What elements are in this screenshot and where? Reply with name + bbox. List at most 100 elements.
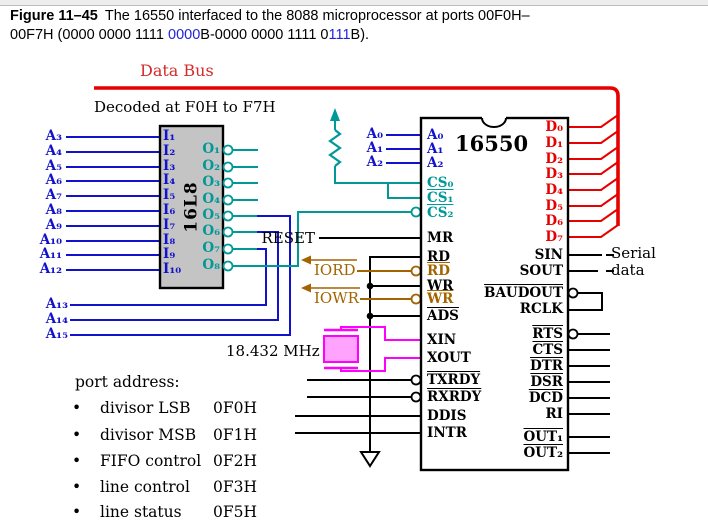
ext-address-a2: A₂ xyxy=(366,154,383,170)
port-item-label: line status xyxy=(100,503,182,521)
uart-pin-a1: A₁ xyxy=(427,141,444,157)
uart-pin-mr: MR xyxy=(427,230,454,246)
decoder-pin-o6: O₆ xyxy=(202,223,220,239)
address-label-a6: A₆ xyxy=(45,172,62,188)
uart-pin-dsr: DSR xyxy=(530,374,563,390)
decoder-pin-o1: O₁ xyxy=(202,141,220,157)
decoder-pin-o8: O₈ xyxy=(202,257,220,273)
chip-notch-icon xyxy=(481,117,507,128)
decoder-output-bubbles xyxy=(222,144,422,272)
decoder-pin-i5: I₅ xyxy=(163,187,176,203)
address-label-a4: A₄ xyxy=(45,143,62,159)
uart-pin-out1: OUT₁ xyxy=(523,429,564,445)
figure-caption-line2: 00F7H (0000 0000 1111 0000B-0000 0000 11… xyxy=(10,27,370,43)
decoder-pin-i4: I₄ xyxy=(163,172,176,188)
reset-label: RESET xyxy=(261,229,315,247)
uart-pin-d7: D₇ xyxy=(545,229,563,245)
decode-note: Decoded at F0H to F7H xyxy=(94,98,276,116)
decoder-pin-o7: O₇ xyxy=(202,240,220,256)
address-label-a14: A₁₄ xyxy=(45,311,68,327)
cs2-bubble xyxy=(410,206,422,218)
uart-pin-xin: XIN xyxy=(427,332,457,348)
uart-pin-rxrdy: RXRDY xyxy=(427,389,482,405)
decoder-output-to-cs2 xyxy=(233,211,411,267)
bullet-icon: • xyxy=(72,452,82,470)
uart-pin-ri: RI xyxy=(545,406,563,422)
junction-dot xyxy=(366,312,374,320)
a13-wrap-wire xyxy=(70,248,267,306)
txrdy-bubble xyxy=(410,374,422,386)
decoder-pin-i7: I₇ xyxy=(163,217,176,233)
xout-wire xyxy=(340,357,421,372)
crystal-wires xyxy=(324,326,421,372)
uart-pin-d6: D₆ xyxy=(545,213,563,229)
address-label-a8: A₈ xyxy=(45,202,62,218)
binary-lsb-high: 111 xyxy=(328,27,351,43)
control-wires xyxy=(295,237,614,454)
uart-pin-xout: XOUT xyxy=(427,350,471,366)
decoder-pin-i1: I₁ xyxy=(163,128,176,144)
uart-pin-a2: A₂ xyxy=(427,155,444,171)
pullup-to-cs1 xyxy=(387,183,421,199)
xin-wire xyxy=(340,326,421,341)
a14-wrap-wire xyxy=(70,231,279,321)
uart-pin-wr-n: WR xyxy=(427,291,454,307)
pullup-to-cs0 xyxy=(334,166,421,184)
io-strobe-wires xyxy=(311,259,411,300)
port-item-value: 0F3H xyxy=(213,478,257,496)
bullet-icon: • xyxy=(72,478,82,496)
bullet-icon: • xyxy=(72,399,82,417)
address-label-a3: A₃ xyxy=(45,128,62,144)
pullup-resistor xyxy=(328,129,342,167)
uart-pin-cs0: CS₀ xyxy=(427,175,454,191)
iowr-label: IOWR xyxy=(314,289,359,307)
rxrdy-bubble xyxy=(410,391,422,403)
uart-chip-title: 16550 xyxy=(455,131,529,156)
bullet-icon: • xyxy=(72,426,82,444)
status-bubbles xyxy=(410,287,579,403)
uart-pin-d5: D₅ xyxy=(545,198,563,214)
decoder-pin-i3: I₃ xyxy=(163,158,176,174)
uart-pin-d1: D₁ xyxy=(545,135,563,151)
port-item-label: divisor MSB xyxy=(100,426,197,444)
notch-mask xyxy=(482,115,506,121)
baudout-rclk-loop xyxy=(568,292,603,311)
decoder-pin-o2: O₂ xyxy=(202,158,220,174)
uart-pin-ads: ADS xyxy=(427,308,459,324)
address-label-a9: A₉ xyxy=(45,217,62,233)
crystal-frequency-label: 18.432 MHz xyxy=(226,342,320,360)
serial-data-label-2: data xyxy=(611,261,645,279)
iord-arrow-icon xyxy=(301,255,311,265)
decoder-chip-body xyxy=(158,124,225,290)
bullet-icon: • xyxy=(72,503,82,521)
decoder-pin-o5: O₅ xyxy=(202,207,220,223)
uart-pin-cs1: CS₁ xyxy=(427,190,454,206)
ground-symbol-icon xyxy=(359,451,381,468)
address-label-a12: A₁₂ xyxy=(39,261,62,277)
decoder-pin-i8: I₈ xyxy=(163,232,176,248)
port-item-value: 0F0H xyxy=(213,399,257,417)
uart-pin-rclk: RCLK xyxy=(519,301,563,317)
uart-pin-d4: D₄ xyxy=(545,182,563,198)
crystal-icon xyxy=(323,335,359,363)
uart-pin-d2: D₂ xyxy=(545,151,563,167)
a15-wrap-wire xyxy=(70,215,291,336)
io-strobe-bubbles xyxy=(410,265,422,305)
uart-pin-d0: D₀ xyxy=(545,119,563,135)
uart-pin-txrdy: TXRDY xyxy=(427,372,481,388)
port-item-value: 0F2H xyxy=(213,452,257,470)
uart-pin-cs2: CS₂ xyxy=(427,205,454,221)
port-item-label: FIFO control xyxy=(100,452,202,470)
port-item-value: 0F1H xyxy=(213,426,257,444)
uart-pin-baudout: BAUDOUT xyxy=(484,285,563,301)
baudout-bubble xyxy=(567,287,579,299)
ext-address-a0: A₀ xyxy=(366,126,383,142)
serial-data-label-1: Serial xyxy=(611,244,656,262)
address-label-a11: A₁₁ xyxy=(39,246,62,262)
uart-pin-dcd: DCD xyxy=(528,390,563,406)
decoder-chip-title: 16L8 xyxy=(181,181,202,233)
data-bus-label: Data Bus xyxy=(140,61,214,80)
